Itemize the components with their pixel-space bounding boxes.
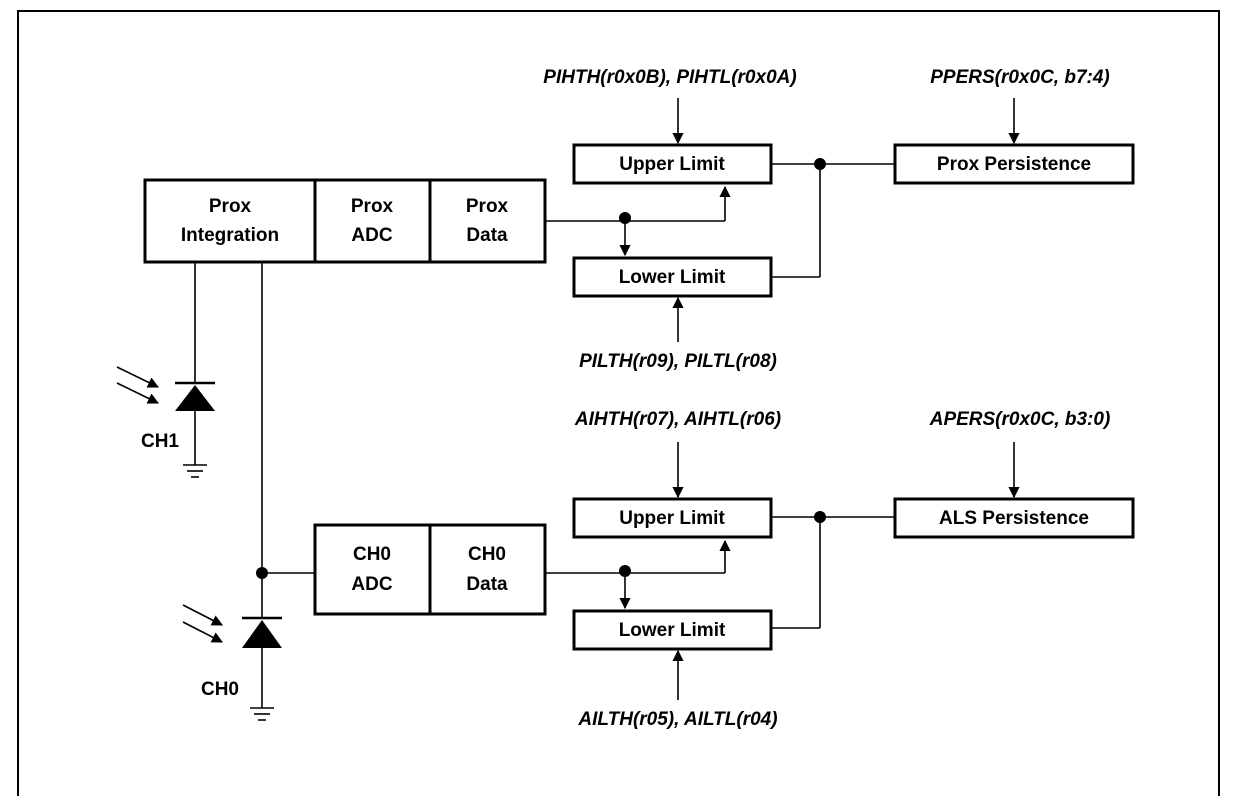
prox-block [143,178,547,264]
prox-upper-regs: PIHTH(r0x0B), PIHTL(r0x0A) [543,67,796,88]
als-persistence-reg: APERS(r0x0C, b3:0) [929,409,1111,430]
prox-lower-regs: PILTH(r09), PILTL(r08) [579,351,777,372]
ch0-light-rays-icon [182,604,223,643]
ch0-label: CH0 [201,679,239,700]
als-persistence-label: ALS Persistence [939,508,1089,529]
ch1-light-rays-icon [116,366,160,404]
prox-persistence-reg: PPERS(r0x0C, b7:4) [930,67,1110,88]
als-upper-limit-label: Upper Limit [619,508,725,529]
prox-data-label-line1: Prox [466,196,509,217]
als-lower-regs: AILTH(r05), AILTL(r04) [577,709,777,730]
als-upper-regs: AIHTH(r07), AIHTL(r06) [574,409,781,430]
prox-persistence-label: Prox Persistence [937,154,1091,175]
prox-lower-limit-label: Lower Limit [619,267,726,288]
ch1-label: CH1 [141,431,179,452]
ch0-data-label-line1: CH0 [468,544,506,565]
ch0-photodiode-icon [242,616,282,721]
als-lower-limit-box [572,609,773,651]
als-persistence-box [893,497,1135,539]
ch1-photodiode-icon [175,381,215,478]
prox-adc-label-line2: ADC [351,225,392,246]
ch0-adc-label-line2: ADC [351,574,392,595]
prox-integration-label-line1: Prox [209,196,252,217]
als-lower-limit-label: Lower Limit [619,620,726,641]
prox-adc-label-line1: Prox [351,196,394,217]
prox-upper-limit-label: Upper Limit [619,154,725,175]
prox-data-label-line2: Data [466,225,508,246]
prox-integration-label-line2: Integration [181,225,279,246]
als-upper-limit-box [572,497,773,539]
ch0-data-label-line2: Data [466,574,508,595]
prox-upper-limit-box [572,143,773,185]
ch0-adc-label-line1: CH0 [353,544,391,565]
diagram-frame [17,10,1220,796]
prox-lower-limit-box [572,256,773,298]
